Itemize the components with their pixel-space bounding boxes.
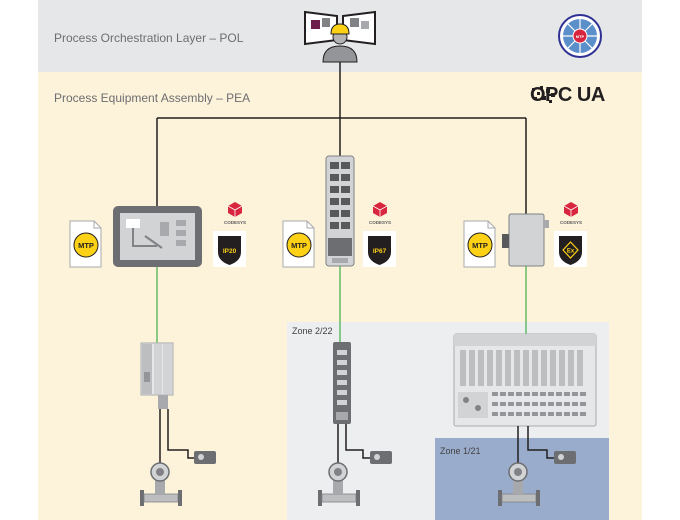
- remote-io-rack-right: [453, 333, 597, 427]
- fieldbus-lines: [156, 266, 527, 343]
- zone-121-label: Zone 1/21: [440, 446, 481, 456]
- sensor-head-icon-right: [554, 451, 576, 464]
- operator-workstation-icon: [304, 10, 376, 63]
- sensor-head-icon-left: [194, 451, 216, 464]
- mtp-wheel-icon: [558, 14, 602, 58]
- mtp-file-icon-left: [69, 220, 102, 268]
- flowmeter-icon-right: [498, 462, 540, 506]
- remote-io-module-center: [333, 342, 351, 424]
- flowmeter-icon-left: [140, 462, 182, 506]
- ex-shield-icon: [554, 231, 587, 267]
- zone-22-label: Zone 2/22: [292, 326, 333, 336]
- mtp-badge-text-right: MTP: [472, 241, 488, 250]
- remote-io-module-left: [140, 342, 174, 409]
- gateway-device: [502, 213, 549, 267]
- codesys-text-right: CODESYS: [560, 220, 582, 225]
- mtp-file-icon-right: [463, 220, 496, 268]
- io-link-master-device: [325, 155, 355, 267]
- sensor-head-icon-center: [370, 451, 392, 464]
- codesys-text-left: CODESYS: [224, 220, 246, 225]
- opc-logo-swirl: [532, 86, 555, 103]
- codesys-text-center: CODESYS: [369, 220, 391, 225]
- sensor-cables: [159, 409, 554, 465]
- pea-label: Process Equipment Assembly – PEA: [54, 91, 251, 105]
- ex-rating-text: Ex: [567, 249, 575, 255]
- codesys-cube-icon-center: [372, 202, 388, 217]
- ip67-shield-icon: [363, 231, 396, 267]
- pol-label: Process Orchestration Layer – POL: [54, 31, 244, 45]
- opc-ua-logo: OPC UA: [530, 84, 605, 106]
- hmi-panel-device: [113, 206, 202, 267]
- mtp-badge-text-center: MTP: [291, 241, 307, 250]
- network-bus: [156, 62, 527, 214]
- flowmeter-icon-center: [318, 462, 360, 506]
- ip67-rating-text: IP67: [373, 248, 387, 255]
- ip20-rating-text: IP20: [223, 248, 237, 255]
- mtp-wheel-text: MTP: [576, 34, 585, 39]
- mtp-file-icon-center: [282, 220, 315, 268]
- codesys-cube-icon-right: [563, 202, 579, 217]
- mtp-badge-text-left: MTP: [78, 241, 94, 250]
- ip20-shield-icon: [213, 231, 246, 267]
- codesys-cube-icon-left: [227, 202, 243, 217]
